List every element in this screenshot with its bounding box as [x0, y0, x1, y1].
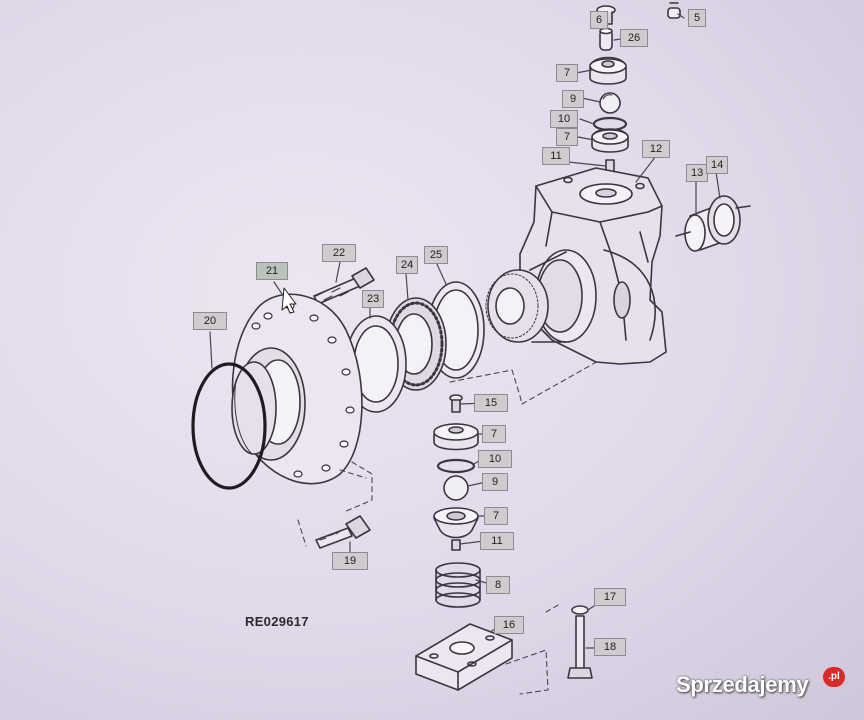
drawing-reference-code: RE029617	[245, 614, 309, 629]
callout-26: 26	[620, 29, 648, 47]
callout-23: 23	[362, 290, 384, 308]
part-9-ball-lower	[443, 475, 469, 501]
part-26-pin	[599, 27, 613, 51]
callout-7: 7	[556, 128, 578, 146]
part-7-socket-second	[591, 128, 629, 153]
part-19-bolt	[315, 515, 371, 549]
part-12-knuckle-housing	[485, 167, 667, 365]
callout-12: 12	[642, 140, 670, 158]
callout-6: 6	[590, 11, 608, 29]
callout-7: 7	[484, 507, 508, 525]
part-8-spring	[435, 562, 481, 608]
part-9-ball-upper	[599, 92, 621, 114]
callout-14: 14	[706, 156, 728, 174]
part-11-grease-fitting-lower	[451, 539, 461, 551]
callout-9: 9	[562, 90, 584, 108]
part-15-screw	[449, 394, 463, 413]
callout-13: 13	[686, 164, 708, 182]
callout-10: 10	[550, 110, 578, 128]
callout-25: 25	[424, 246, 448, 264]
part-7-socket-upper	[589, 56, 627, 85]
watermark-badge: .pl	[823, 667, 845, 687]
part-20-o-ring	[191, 362, 267, 490]
callout-7: 7	[482, 425, 506, 443]
part-7-socket-lower-a	[433, 423, 479, 451]
callout-9: 9	[482, 473, 508, 491]
callout-22: 22	[322, 244, 356, 262]
cursor-arrow-icon	[281, 287, 297, 314]
callout-11: 11	[480, 532, 514, 550]
watermark-brand: Sprzedajemy	[676, 672, 809, 697]
callout-17: 17	[594, 588, 626, 606]
callout-11: 11	[542, 147, 570, 165]
callout-19: 19	[332, 552, 368, 570]
part-16-plate	[415, 623, 513, 691]
callout-7: 7	[556, 64, 578, 82]
assembly-dashed-lines	[297, 359, 601, 695]
callout-18: 18	[594, 638, 626, 656]
callout-8: 8	[486, 576, 510, 594]
part-18-bolt	[567, 615, 593, 679]
part-10-o-ring-lower	[436, 458, 476, 474]
part-7-socket-lower-b	[433, 507, 479, 539]
callout-20: 20	[193, 312, 227, 330]
callout-24: 24	[396, 256, 418, 274]
part-21-hub-flange	[231, 293, 363, 485]
callout-5: 5	[688, 9, 706, 27]
callout-21: 21	[256, 262, 288, 280]
part-5-plug	[667, 2, 681, 19]
part-14-seal	[707, 195, 751, 245]
callout-15: 15	[474, 394, 508, 412]
part-17-washer	[571, 605, 589, 615]
callout-16: 16	[494, 616, 524, 634]
callout-10: 10	[478, 450, 512, 468]
